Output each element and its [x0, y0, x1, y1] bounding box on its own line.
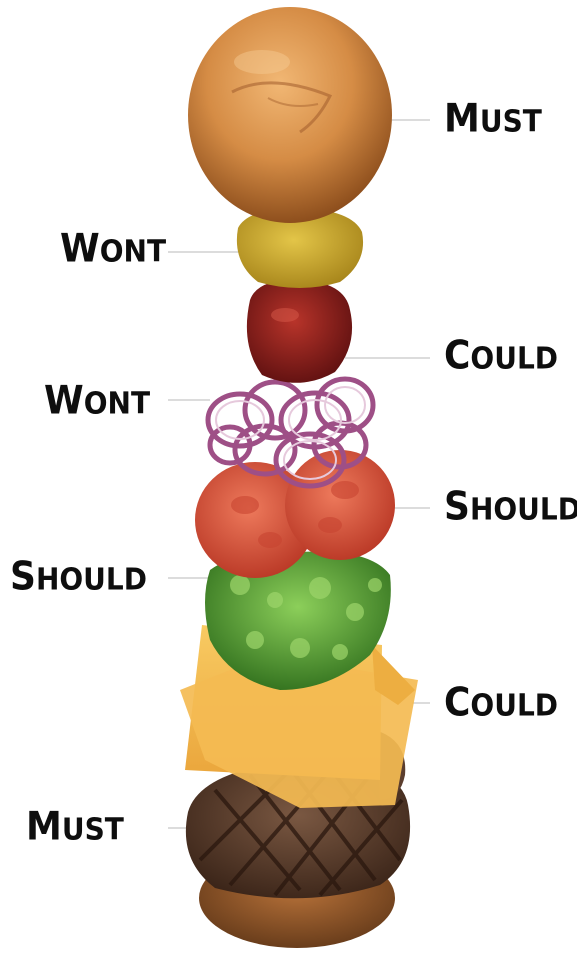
label-wont-mustard: WONT — [60, 230, 166, 269]
top-bun-layer — [188, 7, 392, 223]
label-could-ketchup: COULD — [444, 337, 558, 376]
label-should-lettuce: SHOULD — [10, 558, 147, 597]
ketchup-layer — [247, 280, 352, 383]
label-must-patty: MUST — [26, 808, 124, 847]
label-should-tomato: SHOULD — [444, 488, 577, 527]
label-could-cheese: COULD — [444, 684, 558, 723]
label-must-top: MUST — [444, 100, 542, 139]
label-wont-onions: WONT — [44, 382, 150, 421]
